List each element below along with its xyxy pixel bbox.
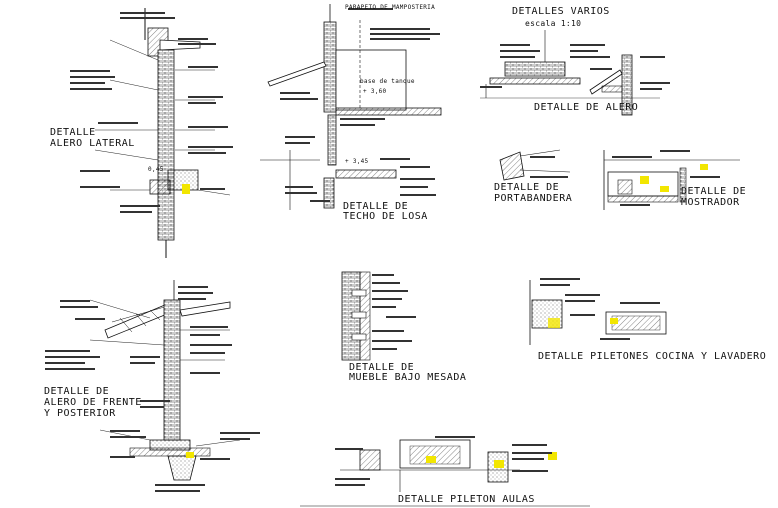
title-alero-lateral-1: DETALLE <box>50 127 96 138</box>
annotation-level-3: 0,45 <box>148 166 164 173</box>
detail-portabandera <box>499 149 571 181</box>
title-techo-losa-2: TECHO DE LOSA <box>343 211 428 222</box>
title-piletones: DETALLE PILETONES COCINA Y LAVADERO <box>538 351 767 362</box>
detail-pileton-aulas <box>335 436 557 492</box>
title-techo-losa-1: DETALLE DE <box>343 201 409 212</box>
annotation-parapeto: PARAPETO DE MAMPOSTERIA <box>345 4 435 11</box>
annotation-level-1: + 3,60 <box>363 88 387 95</box>
title-frente-2: ALERO DE FRENTE <box>44 397 142 408</box>
title-mueble-1: DETALLE DE <box>349 362 415 373</box>
detail-alero-frente <box>45 280 260 492</box>
detail-mueble <box>341 271 416 361</box>
title-alero-lateral-2: ALERO LATERAL <box>50 138 135 149</box>
title-mostrador-1: DETALLE DE <box>681 186 747 197</box>
annotation-base-tanque: base de tanque <box>360 78 415 85</box>
title-pileton-aulas: DETALLE PILETON AULAS <box>398 494 535 505</box>
title-mostrador-2: MOSTRADOR <box>681 197 740 208</box>
title-portabandera-2: PORTABANDERA <box>494 193 573 204</box>
title-mueble-2: MUEBLE BAJO MESADA <box>349 372 467 383</box>
detail-alero <box>480 30 670 116</box>
detail-mostrador <box>603 150 740 210</box>
title-frente-3: Y POSTERIOR <box>44 408 116 419</box>
title-frente-1: DETALLE DE <box>44 386 110 397</box>
detail-piletones <box>529 278 667 345</box>
sheet-title: DETALLES VARIOS <box>512 6 610 17</box>
title-portabandera-1: DETALLE DE <box>494 182 560 193</box>
annotation-level-2: + 3,45 <box>345 158 369 165</box>
title-alero: DETALLE DE ALERO <box>534 102 639 113</box>
detail-techo-losa <box>260 4 442 210</box>
detail-alero-lateral <box>70 8 233 258</box>
sheet-scale: escala 1:10 <box>525 19 582 28</box>
